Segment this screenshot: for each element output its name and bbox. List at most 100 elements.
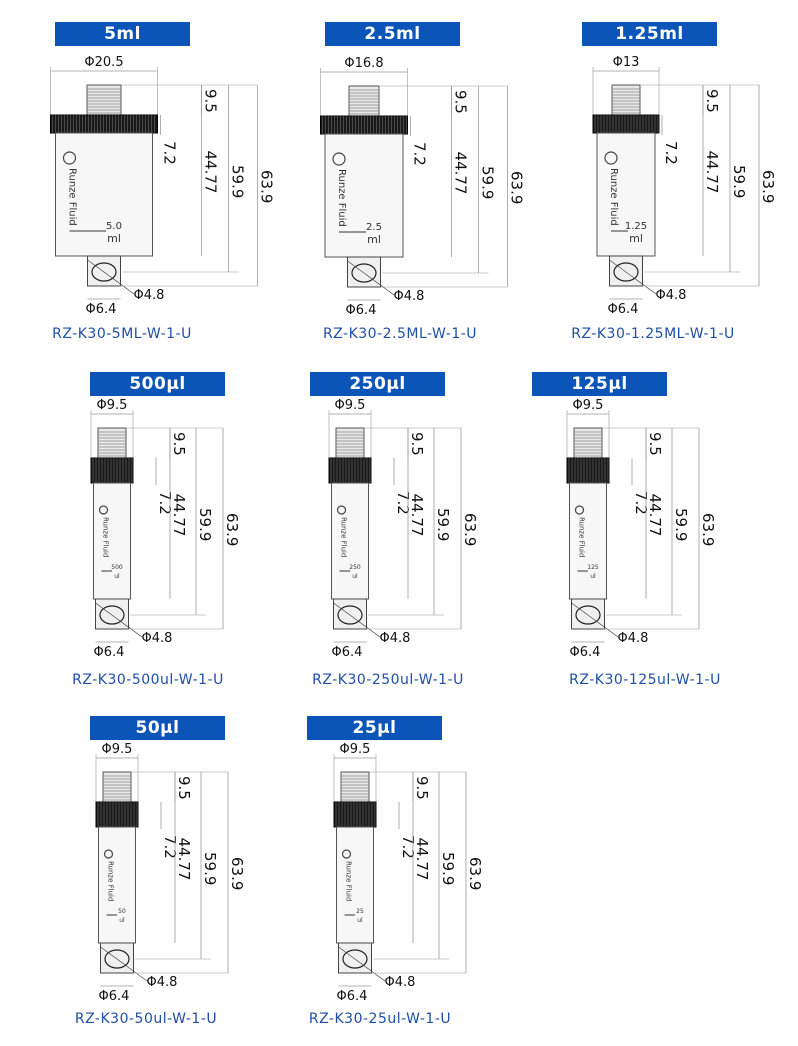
thread-connector: [573, 427, 603, 459]
scale-mark: 50: [118, 908, 126, 915]
top-diameter-label: Φ9.5: [573, 398, 604, 413]
scale-mark: 2.5: [366, 222, 382, 233]
port-outer-diameter: Φ6.4: [332, 645, 363, 660]
brand-name: Runze Fluid: [345, 861, 353, 901]
dimension-label-height-to-port: 59.9: [196, 508, 214, 541]
leader-line: [333, 602, 381, 638]
port-hole: [351, 263, 377, 283]
dimension-label-height-cap: 7.2: [399, 835, 417, 859]
capacity-badge: 5ml: [55, 22, 190, 46]
dimension-label-height-body: 44.77: [413, 838, 431, 881]
leader-line: [338, 946, 386, 982]
scale-unit: ml: [629, 232, 643, 245]
capacity-badge: 500μl: [90, 372, 225, 396]
syringe-barrel: [336, 826, 374, 944]
dimension-label-height-to-port: 59.9: [672, 508, 690, 541]
dimension-label-height-body: 44.77: [175, 838, 193, 881]
syringe-barrel: [596, 132, 656, 257]
model-number: RZ-K30-125ul-W-1-U: [569, 672, 721, 688]
dimension-label-height-to-port: 59.9: [479, 166, 497, 199]
top-diameter-label: Φ9.5: [335, 398, 366, 413]
capacity-badge: 50μl: [90, 716, 225, 740]
port-outer-diameter: Φ6.4: [346, 303, 377, 318]
scale-unit: ml: [107, 232, 121, 245]
port-outer-diameter: Φ6.4: [608, 302, 639, 317]
top-diameter-label: Φ9.5: [340, 742, 371, 757]
port-inner-diameter: Φ4.8: [147, 975, 178, 990]
dimension-label-height-thread: 9.5: [408, 432, 426, 456]
port-inner-diameter: Φ4.8: [394, 289, 425, 304]
thread-connector: [611, 84, 641, 116]
brand-name: Runze Fluid: [340, 517, 348, 557]
brand-logo-icon: [336, 505, 347, 515]
syringe-barrel: [93, 482, 131, 600]
capacity-badge: 1.25ml: [582, 22, 717, 46]
port-inner-diameter: Φ4.8: [385, 975, 416, 990]
scale-mark: 25: [356, 908, 364, 915]
brand-logo-icon: [341, 849, 352, 859]
model-number: RZ-K30-50ul-W-1-U: [74, 1011, 218, 1027]
top-diameter-label: Φ9.5: [97, 398, 128, 413]
dimension-label-height-thread: 9.5: [202, 89, 220, 113]
capacity-badge: 250μl: [310, 372, 445, 396]
port-hole: [337, 605, 363, 625]
dimension-label-height-cap: 7.2: [156, 491, 174, 515]
brand-name: Runze Fluid: [102, 517, 110, 557]
model-number: RZ-K30-2.5ML-W-1-U: [322, 326, 478, 342]
port-inner-diameter: Φ4.8: [618, 631, 649, 646]
port-inner-diameter: Φ4.8: [134, 288, 165, 303]
brand-name: Runze Fluid: [608, 168, 619, 226]
thread-connector: [340, 771, 370, 803]
leader-line: [609, 259, 657, 295]
dimension-label-height-thread: 9.5: [703, 89, 721, 113]
dimension-label-height-total: 63.9: [461, 513, 479, 546]
scale-mark: 250: [349, 564, 361, 571]
top-diameter-label: Φ13: [613, 55, 640, 70]
scale-unit: ul: [114, 573, 120, 580]
knurled-cap: [50, 114, 158, 134]
leader-line: [95, 602, 143, 638]
port-hole: [91, 262, 117, 282]
syringe-barrel: [324, 133, 404, 258]
dimension-label-height-to-port: 59.9: [439, 852, 457, 885]
port-inner-diameter: Φ4.8: [656, 288, 687, 303]
dimension-label-height-to-port: 59.9: [730, 165, 748, 198]
leader-line: [100, 946, 148, 982]
port-inner-diameter: Φ4.8: [142, 631, 173, 646]
brand-logo-icon: [604, 151, 618, 165]
brand-logo-icon: [98, 505, 109, 515]
port-hole: [575, 605, 601, 625]
scale-mark: 1.25: [625, 221, 647, 232]
brand-name: Runze Fluid: [336, 169, 347, 227]
port-hole: [99, 605, 125, 625]
dimension-label-height-body: 44.77: [646, 494, 664, 537]
top-diameter-label: Φ9.5: [102, 742, 133, 757]
thread-connector: [97, 427, 127, 459]
capacity-badge: 125μl: [532, 372, 667, 396]
dimension-label-height-total: 63.9: [759, 170, 777, 203]
knurled-cap: [566, 457, 610, 484]
dimension-label-height-cap: 7.2: [161, 141, 179, 165]
dimension-label-height-to-port: 59.9: [434, 508, 452, 541]
brand-logo-icon: [574, 505, 585, 515]
model-number: RZ-K30-500ul-W-1-U: [72, 672, 224, 688]
dimension-label-height-thread: 9.5: [175, 776, 193, 800]
scale-mark: 5.0: [106, 221, 122, 232]
port-hole: [104, 949, 130, 969]
port-outer-diameter: Φ6.4: [570, 645, 601, 660]
dimension-label-height-thread: 9.5: [646, 432, 664, 456]
syringe-barrel: [98, 826, 136, 944]
brand-name: Runze Fluid: [578, 517, 586, 557]
brand-logo-icon: [103, 849, 114, 859]
knurled-cap: [95, 801, 139, 828]
dimension-label-height-cap: 7.2: [161, 835, 179, 859]
knurled-cap: [328, 457, 372, 484]
dimension-label-height-total: 63.9: [223, 513, 241, 546]
